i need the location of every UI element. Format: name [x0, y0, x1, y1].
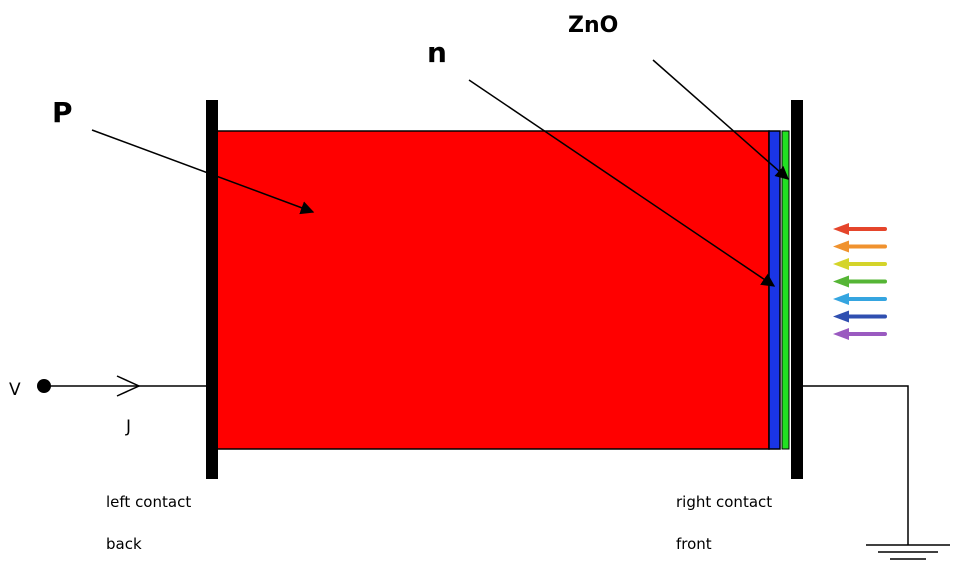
incident-light-arrows [833, 223, 887, 340]
current-label: J [125, 417, 131, 437]
left-contact-label: left contact [106, 493, 191, 511]
p-layer [213, 130, 770, 450]
light-arrow-cyan-icon [833, 293, 887, 305]
voltage-label: V [9, 380, 21, 400]
zno-pointer-arrow [652, 59, 790, 180]
n-pointer-arrow [468, 79, 776, 287]
left-contact-bar [206, 100, 218, 479]
voltage-terminal [37, 379, 51, 393]
right-wire [803, 385, 909, 545]
left-contact-side-label: back [106, 535, 142, 553]
light-arrow-yellow-icon [833, 258, 887, 270]
p-pointer-arrow [91, 129, 315, 215]
ground-icon [866, 544, 950, 560]
n-label: n [427, 36, 447, 69]
zno-layer [781, 130, 790, 450]
right-contact-bar [791, 100, 803, 479]
right-contact-side-label: front [676, 535, 712, 553]
light-arrow-green-icon [833, 275, 887, 288]
n-layer [768, 130, 781, 450]
p-label: P [52, 96, 73, 129]
current-arrow-icon [116, 375, 141, 397]
light-arrow-red-icon [833, 223, 887, 235]
light-arrow-orange-icon [833, 240, 887, 253]
right-contact-label: right contact [676, 493, 772, 511]
light-arrow-blue-icon [833, 310, 887, 323]
zno-label: ZnO [568, 13, 618, 38]
light-arrow-violet-icon [833, 328, 887, 340]
